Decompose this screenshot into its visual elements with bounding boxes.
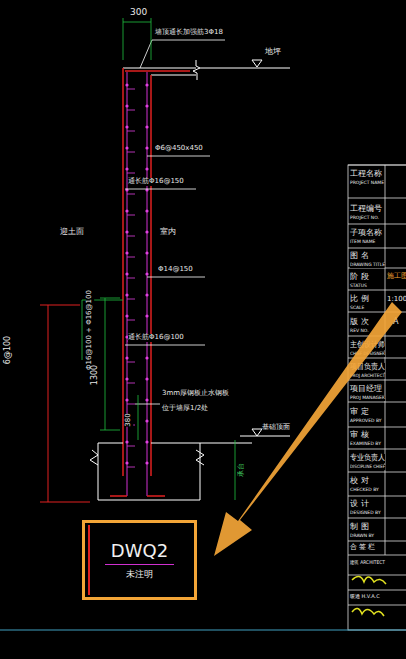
drawing-annotation: Φ14@150 bbox=[158, 266, 193, 274]
section-label-box: DWQ2 未注明 bbox=[82, 520, 197, 600]
title-block-text: 审 定 bbox=[350, 408, 369, 417]
title-block-text: ITEM NAME bbox=[350, 240, 375, 245]
title-block-text: DESIGNED BY bbox=[350, 511, 381, 516]
title-block-text: STATUS bbox=[350, 284, 367, 289]
title-block-text: 比 例 bbox=[350, 295, 369, 304]
title-block-text: 子项名称 bbox=[350, 229, 382, 238]
drawing-annotation: 380 bbox=[125, 413, 133, 426]
title-block-text: DISCIPLINE CHIEF bbox=[350, 465, 385, 470]
drawing-annotation: 通长筋Φ16@150 bbox=[128, 178, 184, 186]
red-edge-line bbox=[88, 525, 90, 595]
title-block-text: 合 签 栏 bbox=[350, 544, 375, 552]
title-block-text: SCALE bbox=[350, 306, 364, 311]
title-block-text: 制 图 bbox=[350, 523, 369, 532]
title-block-text: 工程编号 bbox=[350, 205, 382, 214]
title-block-text: EXAMINED BY bbox=[350, 442, 381, 447]
drawing-annotation: 承台 bbox=[238, 463, 246, 477]
drawing-annotation: 6@100 bbox=[4, 336, 13, 364]
title-block-text: 工程名称 bbox=[350, 170, 382, 179]
title-block-text: PROJECT NO. bbox=[350, 216, 379, 221]
title-block-text: PROJ MANAGER bbox=[350, 396, 385, 401]
title-block-text: 建筑 ARCHITECT bbox=[350, 560, 385, 566]
drawing-annotation: 基础顶面 bbox=[262, 424, 290, 432]
title-block-text: 校 对 bbox=[350, 477, 369, 486]
drawing-annotation: 地坪 bbox=[265, 48, 281, 57]
title-block-text: 专业负责人 bbox=[350, 454, 385, 463]
drawing-annotation: 墙顶通长加强筋3Φ18 bbox=[155, 29, 223, 37]
title-block-text: 图 名 bbox=[350, 252, 369, 261]
title-block-text: PROJECT NAME bbox=[350, 181, 384, 186]
drawing-annotation: 位于墙厚1/2处 bbox=[162, 405, 208, 413]
section-note: 未注明 bbox=[126, 568, 153, 581]
drawing-annotation: 300 bbox=[130, 8, 147, 18]
title-block-text: 1:100 bbox=[387, 296, 406, 304]
title-block-text: 阶 段 bbox=[350, 273, 369, 282]
title-block-text: REV NO. bbox=[350, 329, 369, 334]
title-block-text: DRAWING TITLE bbox=[350, 263, 385, 268]
title-block-text: PROJ ARCHITECT bbox=[350, 374, 385, 379]
drawing-annotation: 1300 bbox=[91, 365, 100, 385]
title-block-text: CHECKED BY bbox=[350, 488, 379, 493]
drawing-annotation: Φ16@100 + Φ16@100 bbox=[86, 290, 94, 370]
title-block-text: 施工图 bbox=[387, 273, 406, 281]
drawing-annotation: 迎土面 bbox=[60, 228, 84, 237]
title-block-text: 审 核 bbox=[350, 431, 369, 440]
drawing-annotation: Φ6@450x450 bbox=[155, 145, 203, 153]
title-block-text: 设 计 bbox=[350, 500, 369, 509]
title-block-text: 暖通 H.V.A.C bbox=[350, 594, 380, 600]
drawing-annotation: 3mm厚钢板止水钢板 bbox=[162, 390, 229, 398]
title-block-text: DRAWN BY bbox=[350, 534, 374, 539]
section-name: DWQ2 bbox=[105, 540, 174, 565]
drawing-annotation: 室内 bbox=[160, 228, 176, 237]
title-block-text: APPROVED BY bbox=[350, 419, 382, 424]
title-block-text: 项目经理 bbox=[350, 385, 382, 394]
title-block-text: 版 次 bbox=[350, 318, 369, 327]
drawing-annotation: 通长筋Φ16@100 bbox=[128, 334, 184, 342]
